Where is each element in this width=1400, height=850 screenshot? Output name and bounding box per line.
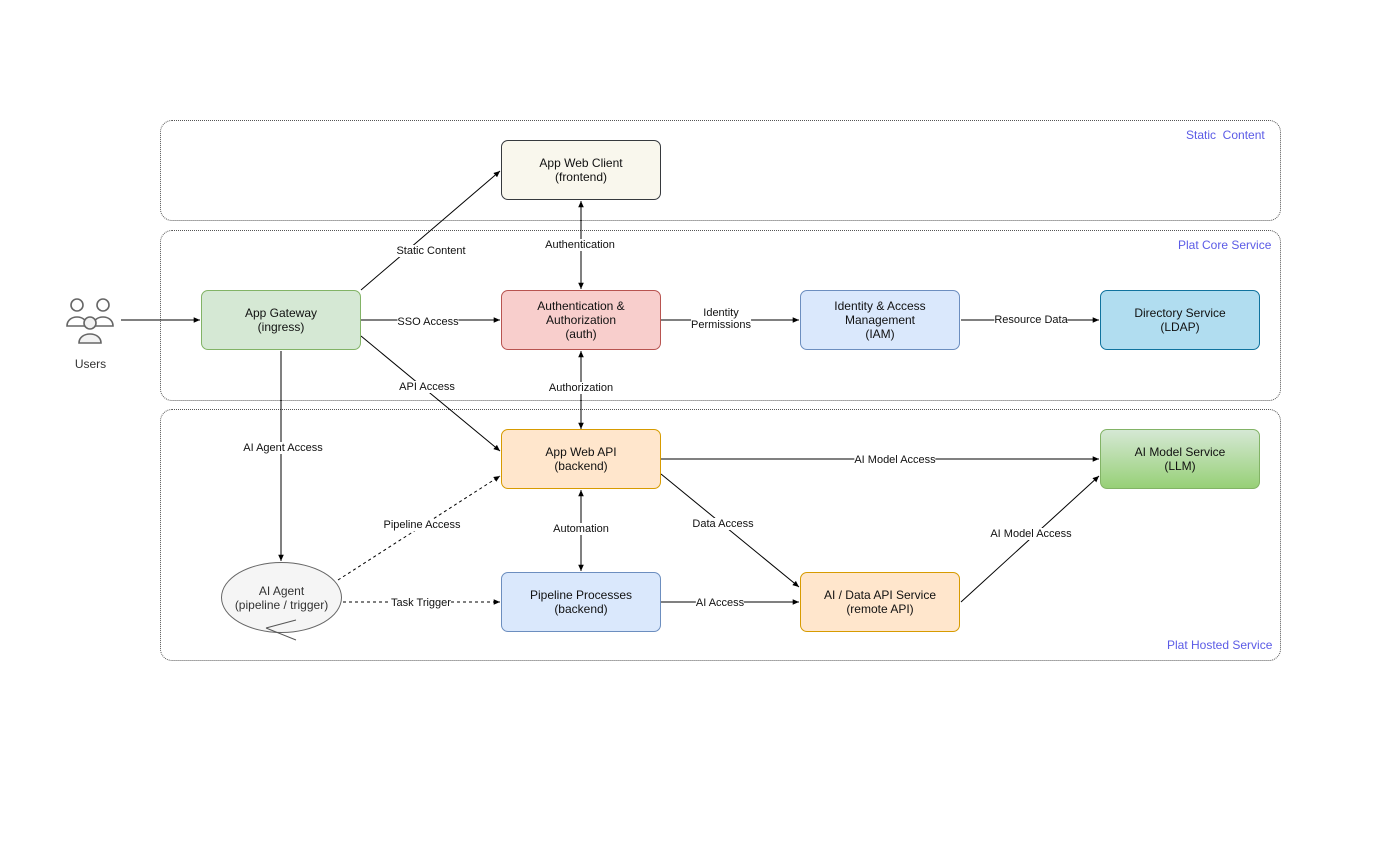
edge-label-ai-access: AI Access [695, 597, 745, 609]
agent-cycle-arrow-icon [265, 619, 297, 641]
node-app-gateway-subtitle: (ingress) [257, 320, 305, 334]
node-directory-service[interactable]: Directory Service (LDAP) [1100, 290, 1260, 350]
edge-label-sso-access: SSO Access [397, 316, 459, 328]
node-auth-subtitle: (auth) [565, 327, 597, 341]
edge-label-identity: Identity [703, 307, 739, 319]
node-ai-data-api-service-title: AI / Data API Service [823, 588, 937, 602]
zone-core-service [160, 230, 1281, 401]
node-ai-model-service-title: AI Model Service [1134, 445, 1226, 459]
node-iam-subtitle: (IAM) [865, 327, 895, 341]
node-app-web-api-title: App Web API [545, 445, 617, 459]
edge-label-permissions: Permissions [691, 319, 751, 331]
node-auth-title: Authentication & [537, 299, 625, 313]
zone-core-service-label: Plat Core Service [1178, 238, 1272, 252]
edge-label-resource-data: Resource Data [994, 314, 1068, 326]
node-pipeline-processes-subtitle: (backend) [554, 602, 608, 616]
node-ai-model-service[interactable]: AI Model Service (LLM) [1100, 429, 1260, 489]
node-iam-title: Identity & Access [834, 299, 926, 313]
node-app-gateway-title: App Gateway [244, 306, 318, 320]
zone-hosted-service-label: Plat Hosted Service [1167, 638, 1273, 652]
node-directory-service-title: Directory Service [1134, 306, 1226, 320]
edge-label-authentication: Authentication [545, 239, 615, 251]
edge-label-task-trigger: Task Trigger [391, 597, 451, 609]
node-pipeline-processes-title: Pipeline Processes [529, 588, 633, 602]
node-app-web-client[interactable]: App Web Client (frontend) [501, 140, 661, 200]
node-ai-agent-title: AI Agent [258, 583, 305, 598]
users-label: Users [74, 357, 107, 371]
zone-static-content-label: Static Content [1186, 128, 1265, 142]
node-ai-agent[interactable]: AI Agent (pipeline / trigger) [221, 562, 342, 633]
edge-label-data-access: Data Access [692, 518, 754, 530]
node-ai-agent-subtitle: (pipeline / trigger) [234, 597, 329, 612]
node-ai-data-api-service-subtitle: (remote API) [846, 602, 914, 616]
zone-hosted-service [160, 409, 1281, 661]
edge-gateway-webclient [360, 170, 501, 291]
zone-static-content [160, 120, 1281, 221]
users-icon [66, 298, 114, 344]
node-app-web-client-title: App Web Client [539, 156, 623, 170]
node-auth[interactable]: Authentication & Authorization (auth) [501, 290, 661, 350]
node-auth-title-2: Authorization [545, 313, 617, 327]
edge-label-ai-model-access-2: AI Model Access [990, 528, 1072, 540]
node-ai-data-api-service[interactable]: AI / Data API Service (remote API) [800, 572, 960, 632]
users-actor[interactable] [60, 290, 121, 350]
node-app-web-api-subtitle: (backend) [554, 459, 608, 473]
edge-label-identity-permissions: Identity Permissions [691, 307, 751, 331]
edge-label-api-access: API Access [399, 381, 455, 393]
node-iam-title-2: Management [844, 313, 916, 327]
edge-label-ai-model-access: AI Model Access [854, 454, 936, 466]
node-directory-service-subtitle: (LDAP) [1160, 320, 1200, 334]
node-app-gateway[interactable]: App Gateway (ingress) [201, 290, 361, 350]
node-ai-model-service-subtitle: (LLM) [1164, 459, 1196, 473]
edge-label-static-content: Static Content [396, 245, 466, 257]
node-app-web-client-subtitle: (frontend) [554, 170, 608, 184]
node-app-web-api[interactable]: App Web API (backend) [501, 429, 661, 489]
edge-webapi-dataapi [660, 473, 800, 588]
edge-label-pipeline-access: Pipeline Access [383, 519, 461, 531]
node-pipeline-processes[interactable]: Pipeline Processes (backend) [501, 572, 661, 632]
node-iam[interactable]: Identity & Access Management (IAM) [800, 290, 960, 350]
edge-gateway-webapi [360, 335, 501, 452]
edge-label-ai-agent-access: AI Agent Access [243, 442, 323, 454]
edge-label-authorization: Authorization [548, 382, 614, 394]
edge-label-automation: Automation [553, 523, 609, 535]
